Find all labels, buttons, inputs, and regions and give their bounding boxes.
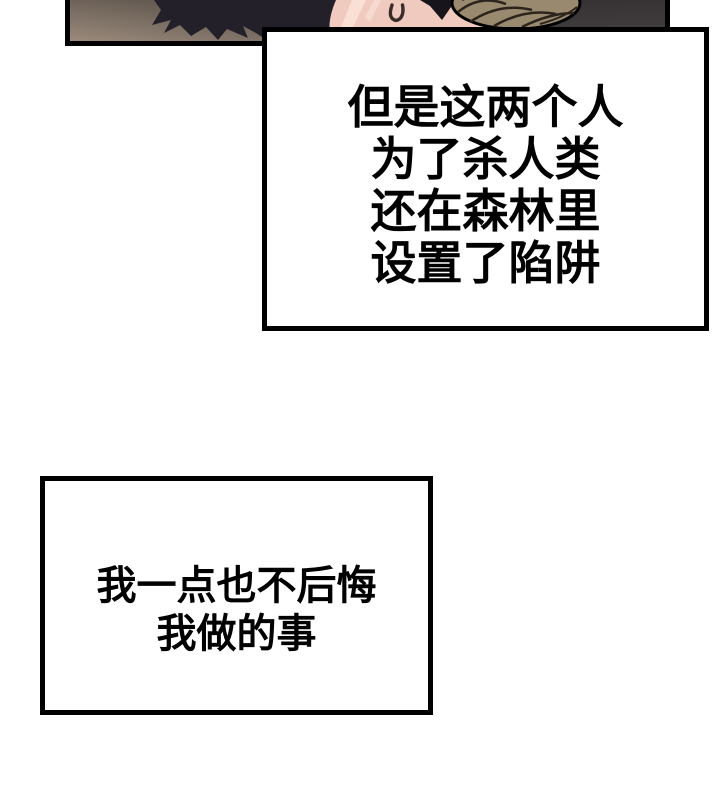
- speech-bubble-2: 我一点也不后悔 我做的事: [40, 476, 433, 715]
- speech-line: 为了杀人类: [370, 132, 601, 186]
- speech-line: 设置了陷阱: [370, 236, 601, 290]
- braided-hair-bun: [450, 0, 582, 31]
- speech-line: 我一点也不后悔: [96, 562, 377, 609]
- speech-line: 还在森林里: [370, 184, 601, 238]
- speech-bubble-1: 但是这两个人 为了杀人类 还在森林里 设置了陷阱: [262, 27, 709, 331]
- skin-highlight-streak: [341, 0, 366, 34]
- skin-highlight-streak: [365, 0, 381, 22]
- speech-line: 我做的事: [156, 610, 317, 657]
- speech-line: 但是这两个人: [347, 80, 624, 134]
- sweat-drop-mark: [388, 3, 405, 23]
